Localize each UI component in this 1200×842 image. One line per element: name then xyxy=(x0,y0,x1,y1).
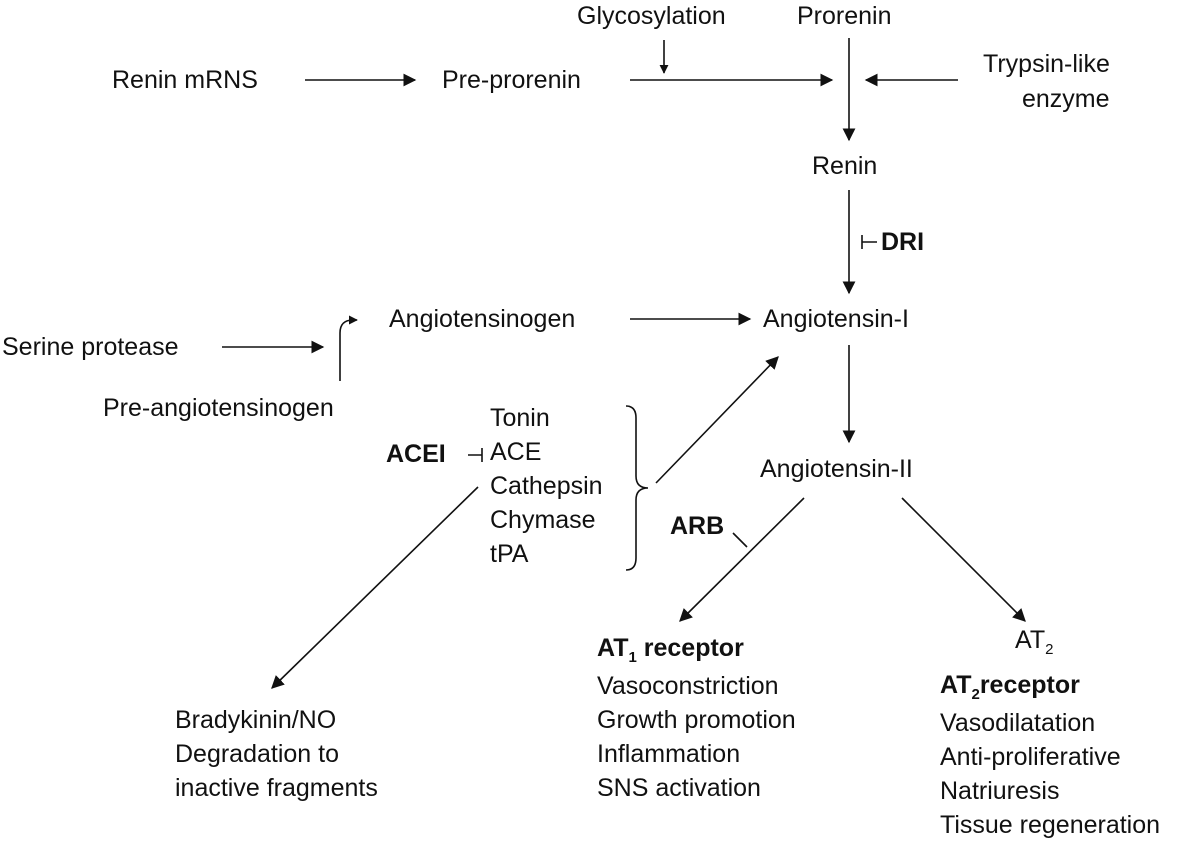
enzyme-ace: ACE xyxy=(490,438,542,466)
pre-prorenin-label: Pre-prorenin xyxy=(442,66,581,94)
dri-inhibition-symbol xyxy=(861,235,877,249)
at2-effect-anti-proliferative: Anti-proliferative xyxy=(940,743,1121,771)
angiotensinogen-label: Angiotensinogen xyxy=(389,305,576,333)
acei-label: ACEI xyxy=(386,440,446,468)
at2-title-subscript: 2 xyxy=(971,686,980,703)
renin-label: Renin xyxy=(812,152,878,180)
dri-label: DRI xyxy=(881,228,925,256)
enzyme-chymase: Chymase xyxy=(490,506,596,534)
glycosylation-label: Glycosylation xyxy=(577,2,726,30)
arrow-to-bradykinin xyxy=(271,486,479,689)
at1-effect-sns-activation: SNS activation xyxy=(597,774,761,802)
arrow-enzymes-to-angiotensin-1 xyxy=(655,356,779,484)
at2-label-subscript: 2 xyxy=(1045,641,1054,658)
at1-effect-growth-promotion: Growth promotion xyxy=(597,706,796,734)
arrow-angiotensin-2-to-at2 xyxy=(901,497,1026,622)
at2-effect-natriuresis: Natriuresis xyxy=(940,777,1060,805)
bradykinin-line-3: inactive fragments xyxy=(175,774,378,802)
prorenin-label: Prorenin xyxy=(797,2,892,30)
arb-label: ARB xyxy=(670,512,725,540)
at1-title-subscript: 1 xyxy=(628,649,637,666)
at1-effect-vasoconstriction: Vasoconstriction xyxy=(597,672,779,700)
at1-receptor-title: AT1 receptor xyxy=(597,631,796,669)
at1-receptor-block: AT1 receptor Vasoconstriction Growth pro… xyxy=(597,631,796,805)
arb-inhibition-symbol xyxy=(732,532,748,548)
at1-effect-inflammation: Inflammation xyxy=(597,740,741,768)
bradykinin-line-2: Degradation to xyxy=(175,740,340,768)
at2-effect-vasodilatation: Vasodilatation xyxy=(940,709,1096,737)
at2-receptor-block: AT2receptor Vasodilatation Anti-prolifer… xyxy=(940,668,1160,842)
enzyme-tpa: tPA xyxy=(490,540,529,568)
bradykinin-block: Bradykinin/NO Degradation to inactive fr… xyxy=(175,703,378,805)
at2-label-prefix: AT xyxy=(1015,626,1046,654)
at2-receptor-title: AT2receptor xyxy=(940,668,1160,706)
at1-title-prefix: AT xyxy=(597,634,629,662)
pre-angiotensinogen-label: Pre-angiotensinogen xyxy=(103,394,334,422)
angiotensin-1-label: Angiotensin-I xyxy=(763,305,909,333)
serine-protease-label: Serine protease xyxy=(2,333,179,361)
enzyme-label: enzyme xyxy=(1022,85,1110,113)
arrow-pre-angiotensinogen-to-angiotensinogen xyxy=(339,315,358,381)
at2-title-prefix: AT xyxy=(940,671,972,699)
bradykinin-line-1: Bradykinin/NO xyxy=(175,706,337,734)
renin-mrns-label: Renin mRNS xyxy=(112,66,258,94)
angiotensin-2-label: Angiotensin-II xyxy=(760,455,913,483)
trypsin-like-label: Trypsin-like xyxy=(983,50,1110,78)
at2-title-suffix: receptor xyxy=(979,671,1080,699)
at2-label: AT2 xyxy=(1015,626,1053,658)
at1-title-suffix: receptor xyxy=(636,634,744,662)
acei-inhibition-symbol xyxy=(468,448,483,462)
enzyme-list: Tonin ACE Cathepsin Chymase tPA xyxy=(490,401,603,571)
at2-effect-tissue-regeneration: Tissue regeneration xyxy=(940,811,1161,839)
enzyme-cathepsin: Cathepsin xyxy=(490,472,603,500)
enzyme-tonin: Tonin xyxy=(490,404,550,432)
arrow-angiotensin-2-to-at1 xyxy=(679,497,805,622)
enzyme-brace xyxy=(625,405,649,571)
